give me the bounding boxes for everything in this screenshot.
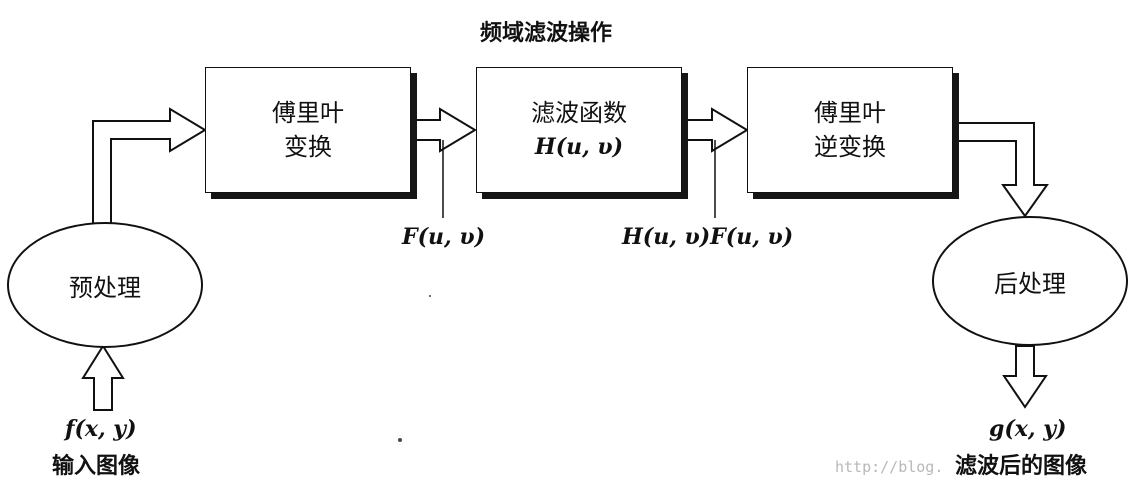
noise-dot [429,295,431,297]
inverse-line1: 傅里叶 [814,99,886,127]
postprocess-ellipse: 后处理 [932,216,1128,346]
fourier-transform-block: 傅里叶 变换 [205,67,411,193]
output-text-label: 滤波后的图像 [955,454,1088,479]
output-arrow [1002,345,1048,409]
noise-dot [398,438,402,442]
diagram-title: 频域滤波操作 [480,21,613,46]
filter-line2: H(u, υ) [534,134,624,160]
filter-to-inverse-arrow [682,107,749,153]
F-uv-label: F(u, υ) [402,224,486,250]
inverse-fourier-block: 傅里叶 逆变换 [747,67,953,193]
input-arrow [81,344,125,411]
pre-to-fourier-arrow [92,107,207,224]
preprocess-label: 预处理 [69,273,141,302]
filter-line1: 滤波函数 [531,99,627,127]
fourier-to-filter-arrow [411,107,477,153]
fourier-line2: 变换 [284,133,332,161]
preprocess-ellipse: 预处理 [7,222,203,348]
output-math-label: g(x, y) [989,416,1067,442]
HF-uv-label: H(u, υ)F(u, υ) [622,224,794,250]
filter-function-block: 滤波函数 H(u, υ) [476,67,682,193]
input-math-label: f(x, y) [65,416,137,442]
postprocess-label: 后处理 [994,269,1066,298]
input-text-label: 输入图像 [52,454,141,479]
inverse-line2: 逆变换 [814,133,886,161]
inverse-to-post-arrow [954,122,1049,218]
watermark-text: http://blog. [835,458,944,476]
fourier-line1: 傅里叶 [272,99,344,127]
